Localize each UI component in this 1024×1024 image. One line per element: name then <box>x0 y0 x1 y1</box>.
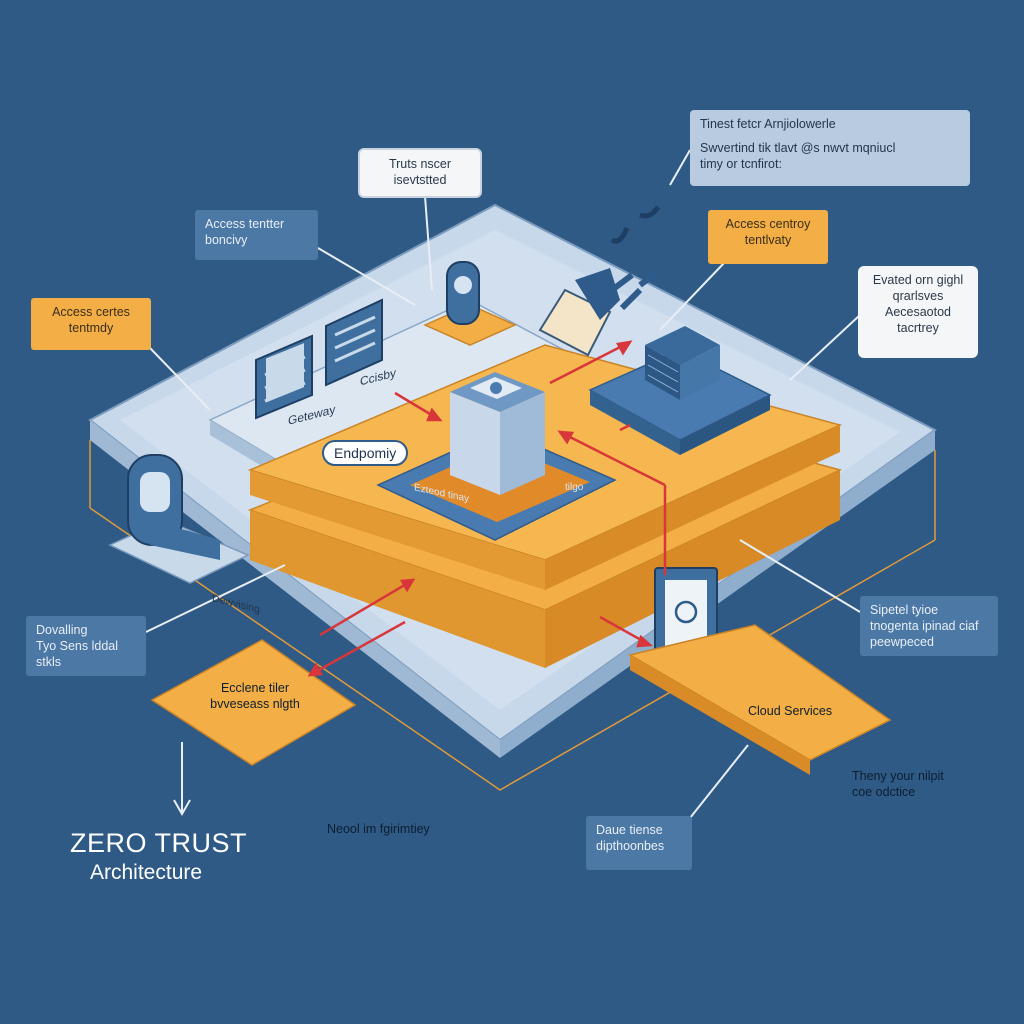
document-stack-icon <box>255 298 383 420</box>
callout-line: Access centroy <box>725 217 811 231</box>
callout-devaling: Dovalling Tyo Sens lddal stkls <box>26 616 146 676</box>
title-line-1: ZERO TRUST <box>70 828 248 858</box>
signal-icon <box>610 205 661 244</box>
callout-line: peewpeced <box>870 635 934 649</box>
leader-lines <box>145 149 861 819</box>
callout-access-left: Access certes tentmdy <box>31 298 151 350</box>
callout-evaluated: Evated orn gighl qrarlsves Aecesaotod ta… <box>858 266 978 358</box>
callout-trust-never: Truts nscer isevtstted <box>358 148 482 198</box>
callout-orange-bottom-left: Ecclene tiler bvveseass nlgth <box>190 680 320 712</box>
flow-arrows <box>307 340 667 677</box>
callout-line: Sipetel tyioe <box>870 603 939 617</box>
callout-daue: Daue tiense dipthoonbes <box>586 816 692 870</box>
callout-line: tentmdy <box>68 321 114 335</box>
orange-slab-left <box>150 639 357 766</box>
callout-line: Neool im fgirimtiey <box>327 822 430 836</box>
callout-line: tacrtrey <box>897 321 939 335</box>
callout-line: Cloud Services <box>748 704 833 718</box>
title-line-2: Architecture <box>90 861 203 884</box>
callout-line: qrarlsves <box>892 289 944 303</box>
callout-line: Daue tiense <box>596 823 663 837</box>
shield-device-icon <box>108 454 250 584</box>
lock-terminal-icon <box>423 261 517 346</box>
server-stack <box>588 326 772 455</box>
callout-line: stkls <box>36 655 61 669</box>
chart-board-icon <box>538 268 660 357</box>
callout-line: bvveseass nlgth <box>210 697 300 711</box>
callout-theory: Theny your nilpit coe odctice <box>852 768 944 800</box>
callout-line: Ecclene tiler <box>220 681 290 695</box>
callout-access-top-left: Access tentter boncivy <box>195 210 318 260</box>
callout-cloud-services: Cloud Services <box>748 703 832 719</box>
label-tillgo: tilgo <box>565 482 584 493</box>
diagram-title: ZERO TRUST Architecture <box>70 828 247 885</box>
callout-line: dipthoonbes <box>596 839 665 853</box>
callout-line: coe odctice <box>852 785 916 799</box>
person-badge-icon <box>654 567 718 664</box>
callout-line: Access tentter <box>205 217 285 231</box>
callout-line: boncivy <box>205 233 248 247</box>
callout-line: timy or tcnfirot: <box>700 157 782 171</box>
callout-line: Evated orn gighl <box>872 273 964 287</box>
callout-line: Dovalling <box>36 623 88 637</box>
callout-line: tentlvaty <box>744 233 792 247</box>
label-endpoint: Endpomiy <box>322 440 409 466</box>
callout-neool: Neool im fgirimtiey <box>327 821 430 837</box>
callout-line: Truts nscer <box>388 157 452 171</box>
callout-line: Swvertind tik tlavt @s nwvt mqniucl <box>700 141 896 155</box>
callout-line: Tinest fetcr Arnjiolowerle <box>700 117 836 131</box>
callout-line: Aecesaotod <box>884 305 952 319</box>
cloud-services-slab <box>628 624 892 775</box>
callout-sipetel: Sipetel tyioe tnogenta ipinad ciaf peewp… <box>860 596 998 656</box>
callout-line: Theny your nilpit <box>852 769 944 783</box>
callout-line: tnogenta ipinad ciaf <box>870 619 979 633</box>
callout-line: Access certes <box>52 305 130 319</box>
central-server <box>450 372 545 495</box>
callout-access-right: Access centroy tentlvaty <box>708 210 828 264</box>
callout-top-right-panel: Tinest fetcr Arnjiolowerle Swvertind tik… <box>690 110 970 186</box>
network-node-icon <box>490 382 502 394</box>
callout-line: Tyo Sens lddal <box>36 639 118 653</box>
callout-line: isevtstted <box>393 173 447 187</box>
